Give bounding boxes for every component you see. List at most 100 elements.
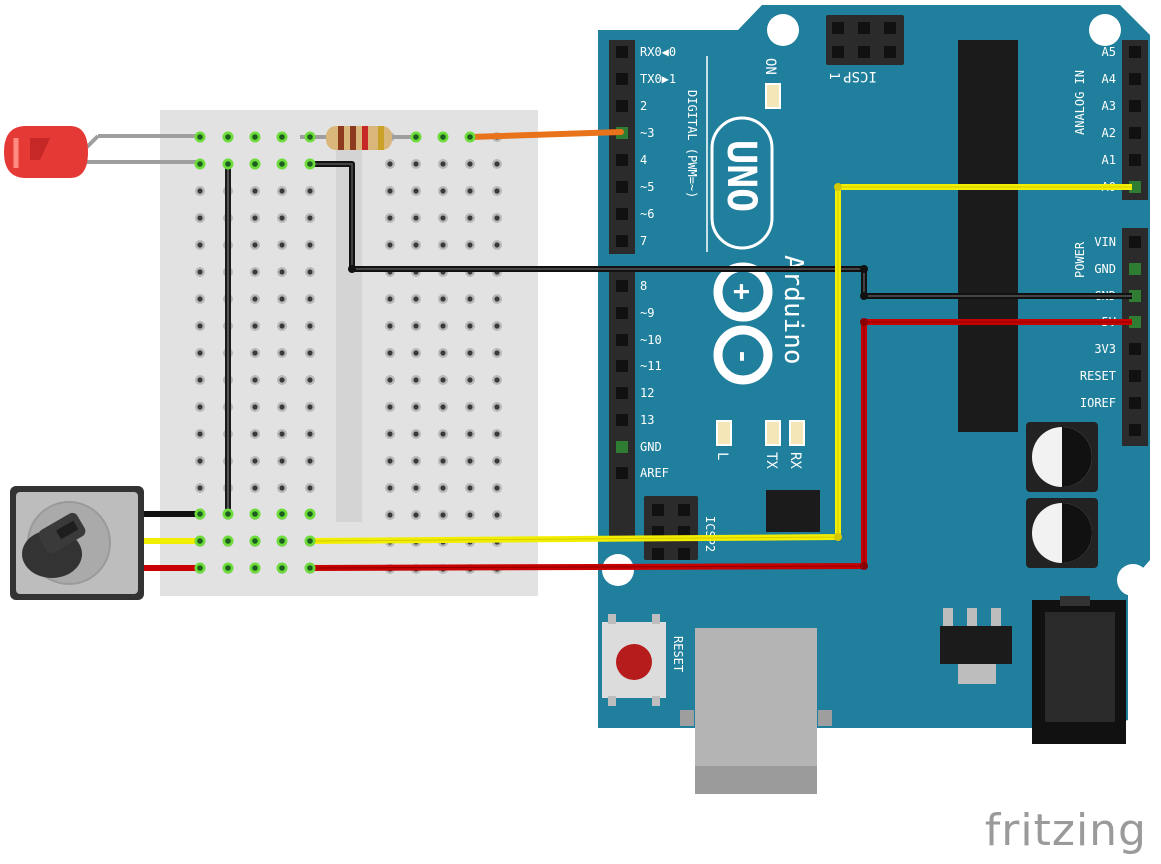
breadboard-hole[interactable]	[385, 159, 395, 169]
breadboard-hole[interactable]	[438, 348, 448, 358]
breadboard-hole[interactable]	[385, 402, 395, 412]
breadboard-hole[interactable]	[465, 321, 475, 331]
breadboard-hole[interactable]	[277, 429, 287, 439]
breadboard-hole[interactable]	[492, 294, 502, 304]
breadboard-hole[interactable]	[277, 267, 287, 277]
breadboard-hole[interactable]	[250, 186, 260, 196]
breadboard-hole[interactable]	[305, 429, 315, 439]
breadboard-hole[interactable]	[305, 267, 315, 277]
breadboard-hole[interactable]	[411, 402, 421, 412]
breadboard-hole[interactable]	[492, 240, 502, 250]
breadboard-hole[interactable]	[195, 456, 205, 466]
breadboard-hole[interactable]	[195, 294, 205, 304]
breadboard-hole[interactable]	[385, 429, 395, 439]
breadboard-hole[interactable]	[250, 429, 260, 439]
breadboard-hole[interactable]	[411, 213, 421, 223]
digital-pin[interactable]: 8	[616, 279, 647, 293]
digital-pin[interactable]: ~11	[616, 359, 662, 373]
breadboard-hole[interactable]	[250, 375, 260, 385]
breadboard-hole[interactable]	[385, 348, 395, 358]
breadboard-hole[interactable]	[438, 429, 448, 439]
breadboard-hole[interactable]	[438, 321, 448, 331]
breadboard-hole[interactable]	[277, 402, 287, 412]
breadboard-hole[interactable]	[492, 348, 502, 358]
analog-pin[interactable]: A3	[1102, 99, 1141, 113]
digital-pin[interactable]: 4	[616, 153, 647, 167]
breadboard-hole[interactable]	[411, 429, 421, 439]
breadboard-hole[interactable]	[305, 348, 315, 358]
breadboard-hole[interactable]	[465, 483, 475, 493]
breadboard-hole[interactable]	[465, 348, 475, 358]
breadboard-hole[interactable]	[438, 240, 448, 250]
breadboard-hole[interactable]	[411, 321, 421, 331]
digital-pin[interactable]: 7	[616, 234, 647, 248]
breadboard-hole[interactable]	[411, 186, 421, 196]
breadboard-hole[interactable]	[492, 429, 502, 439]
digital-pin[interactable]: ~9	[616, 306, 654, 320]
power-pin[interactable]: 3V3	[1094, 342, 1141, 356]
digital-pin[interactable]: 2	[616, 99, 647, 113]
breadboard-hole[interactable]	[385, 213, 395, 223]
breadboard-hole[interactable]	[465, 294, 475, 304]
digital-pin[interactable]: ~6	[616, 207, 654, 221]
breadboard-hole[interactable]	[385, 240, 395, 250]
breadboard-hole[interactable]	[305, 375, 315, 385]
breadboard-hole[interactable]	[411, 456, 421, 466]
breadboard-hole[interactable]	[195, 402, 205, 412]
breadboard-hole[interactable]	[195, 213, 205, 223]
breadboard-hole[interactable]	[492, 321, 502, 331]
breadboard-hole[interactable]	[277, 186, 287, 196]
digital-pin[interactable]: GND	[616, 440, 662, 454]
breadboard-hole[interactable]	[411, 375, 421, 385]
breadboard-hole[interactable]	[305, 186, 315, 196]
breadboard-hole[interactable]	[385, 294, 395, 304]
breadboard-hole[interactable]	[385, 510, 395, 520]
breadboard-hole[interactable]	[438, 375, 448, 385]
breadboard-hole[interactable]	[250, 402, 260, 412]
breadboard-hole[interactable]	[277, 240, 287, 250]
breadboard-hole[interactable]	[465, 240, 475, 250]
breadboard-hole[interactable]	[277, 321, 287, 331]
rotary-potentiometer[interactable]	[10, 486, 144, 600]
breadboard-hole[interactable]	[305, 240, 315, 250]
breadboard-hole[interactable]	[195, 240, 205, 250]
breadboard-hole[interactable]	[411, 159, 421, 169]
digital-pin[interactable]: RX0◀0	[616, 45, 676, 59]
breadboard-hole[interactable]	[305, 213, 315, 223]
breadboard-hole[interactable]	[492, 213, 502, 223]
digital-pin[interactable]: ~10	[616, 333, 662, 347]
breadboard-hole[interactable]	[277, 483, 287, 493]
breadboard-hole[interactable]	[465, 456, 475, 466]
breadboard-hole[interactable]	[411, 294, 421, 304]
analog-pin[interactable]: A1	[1102, 153, 1141, 167]
breadboard-hole[interactable]	[438, 483, 448, 493]
breadboard-hole[interactable]	[385, 375, 395, 385]
breadboard-hole[interactable]	[277, 294, 287, 304]
breadboard-hole[interactable]	[195, 321, 205, 331]
analog-pin[interactable]: A4	[1102, 72, 1141, 86]
breadboard-hole[interactable]	[195, 429, 205, 439]
breadboard-hole[interactable]	[385, 186, 395, 196]
breadboard-hole[interactable]	[492, 159, 502, 169]
power-pin[interactable]: VIN	[1094, 235, 1141, 249]
reset-button[interactable]	[602, 614, 666, 706]
breadboard-hole[interactable]	[438, 456, 448, 466]
breadboard-hole[interactable]	[250, 348, 260, 358]
power-pin[interactable]: GND	[1094, 262, 1141, 276]
breadboard-hole[interactable]	[492, 483, 502, 493]
breadboard-hole[interactable]	[250, 240, 260, 250]
breadboard-hole[interactable]	[385, 483, 395, 493]
breadboard-hole[interactable]	[465, 402, 475, 412]
breadboard-hole[interactable]	[492, 375, 502, 385]
breadboard-hole[interactable]	[438, 159, 448, 169]
breadboard-hole[interactable]	[385, 321, 395, 331]
breadboard-hole[interactable]	[250, 321, 260, 331]
breadboard-hole[interactable]	[305, 402, 315, 412]
breadboard-hole[interactable]	[305, 294, 315, 304]
analog-pin[interactable]: A5	[1102, 45, 1141, 59]
breadboard-hole[interactable]	[305, 321, 315, 331]
breadboard-hole[interactable]	[492, 510, 502, 520]
breadboard-hole[interactable]	[438, 294, 448, 304]
breadboard-hole[interactable]	[438, 510, 448, 520]
breadboard-hole[interactable]	[465, 429, 475, 439]
